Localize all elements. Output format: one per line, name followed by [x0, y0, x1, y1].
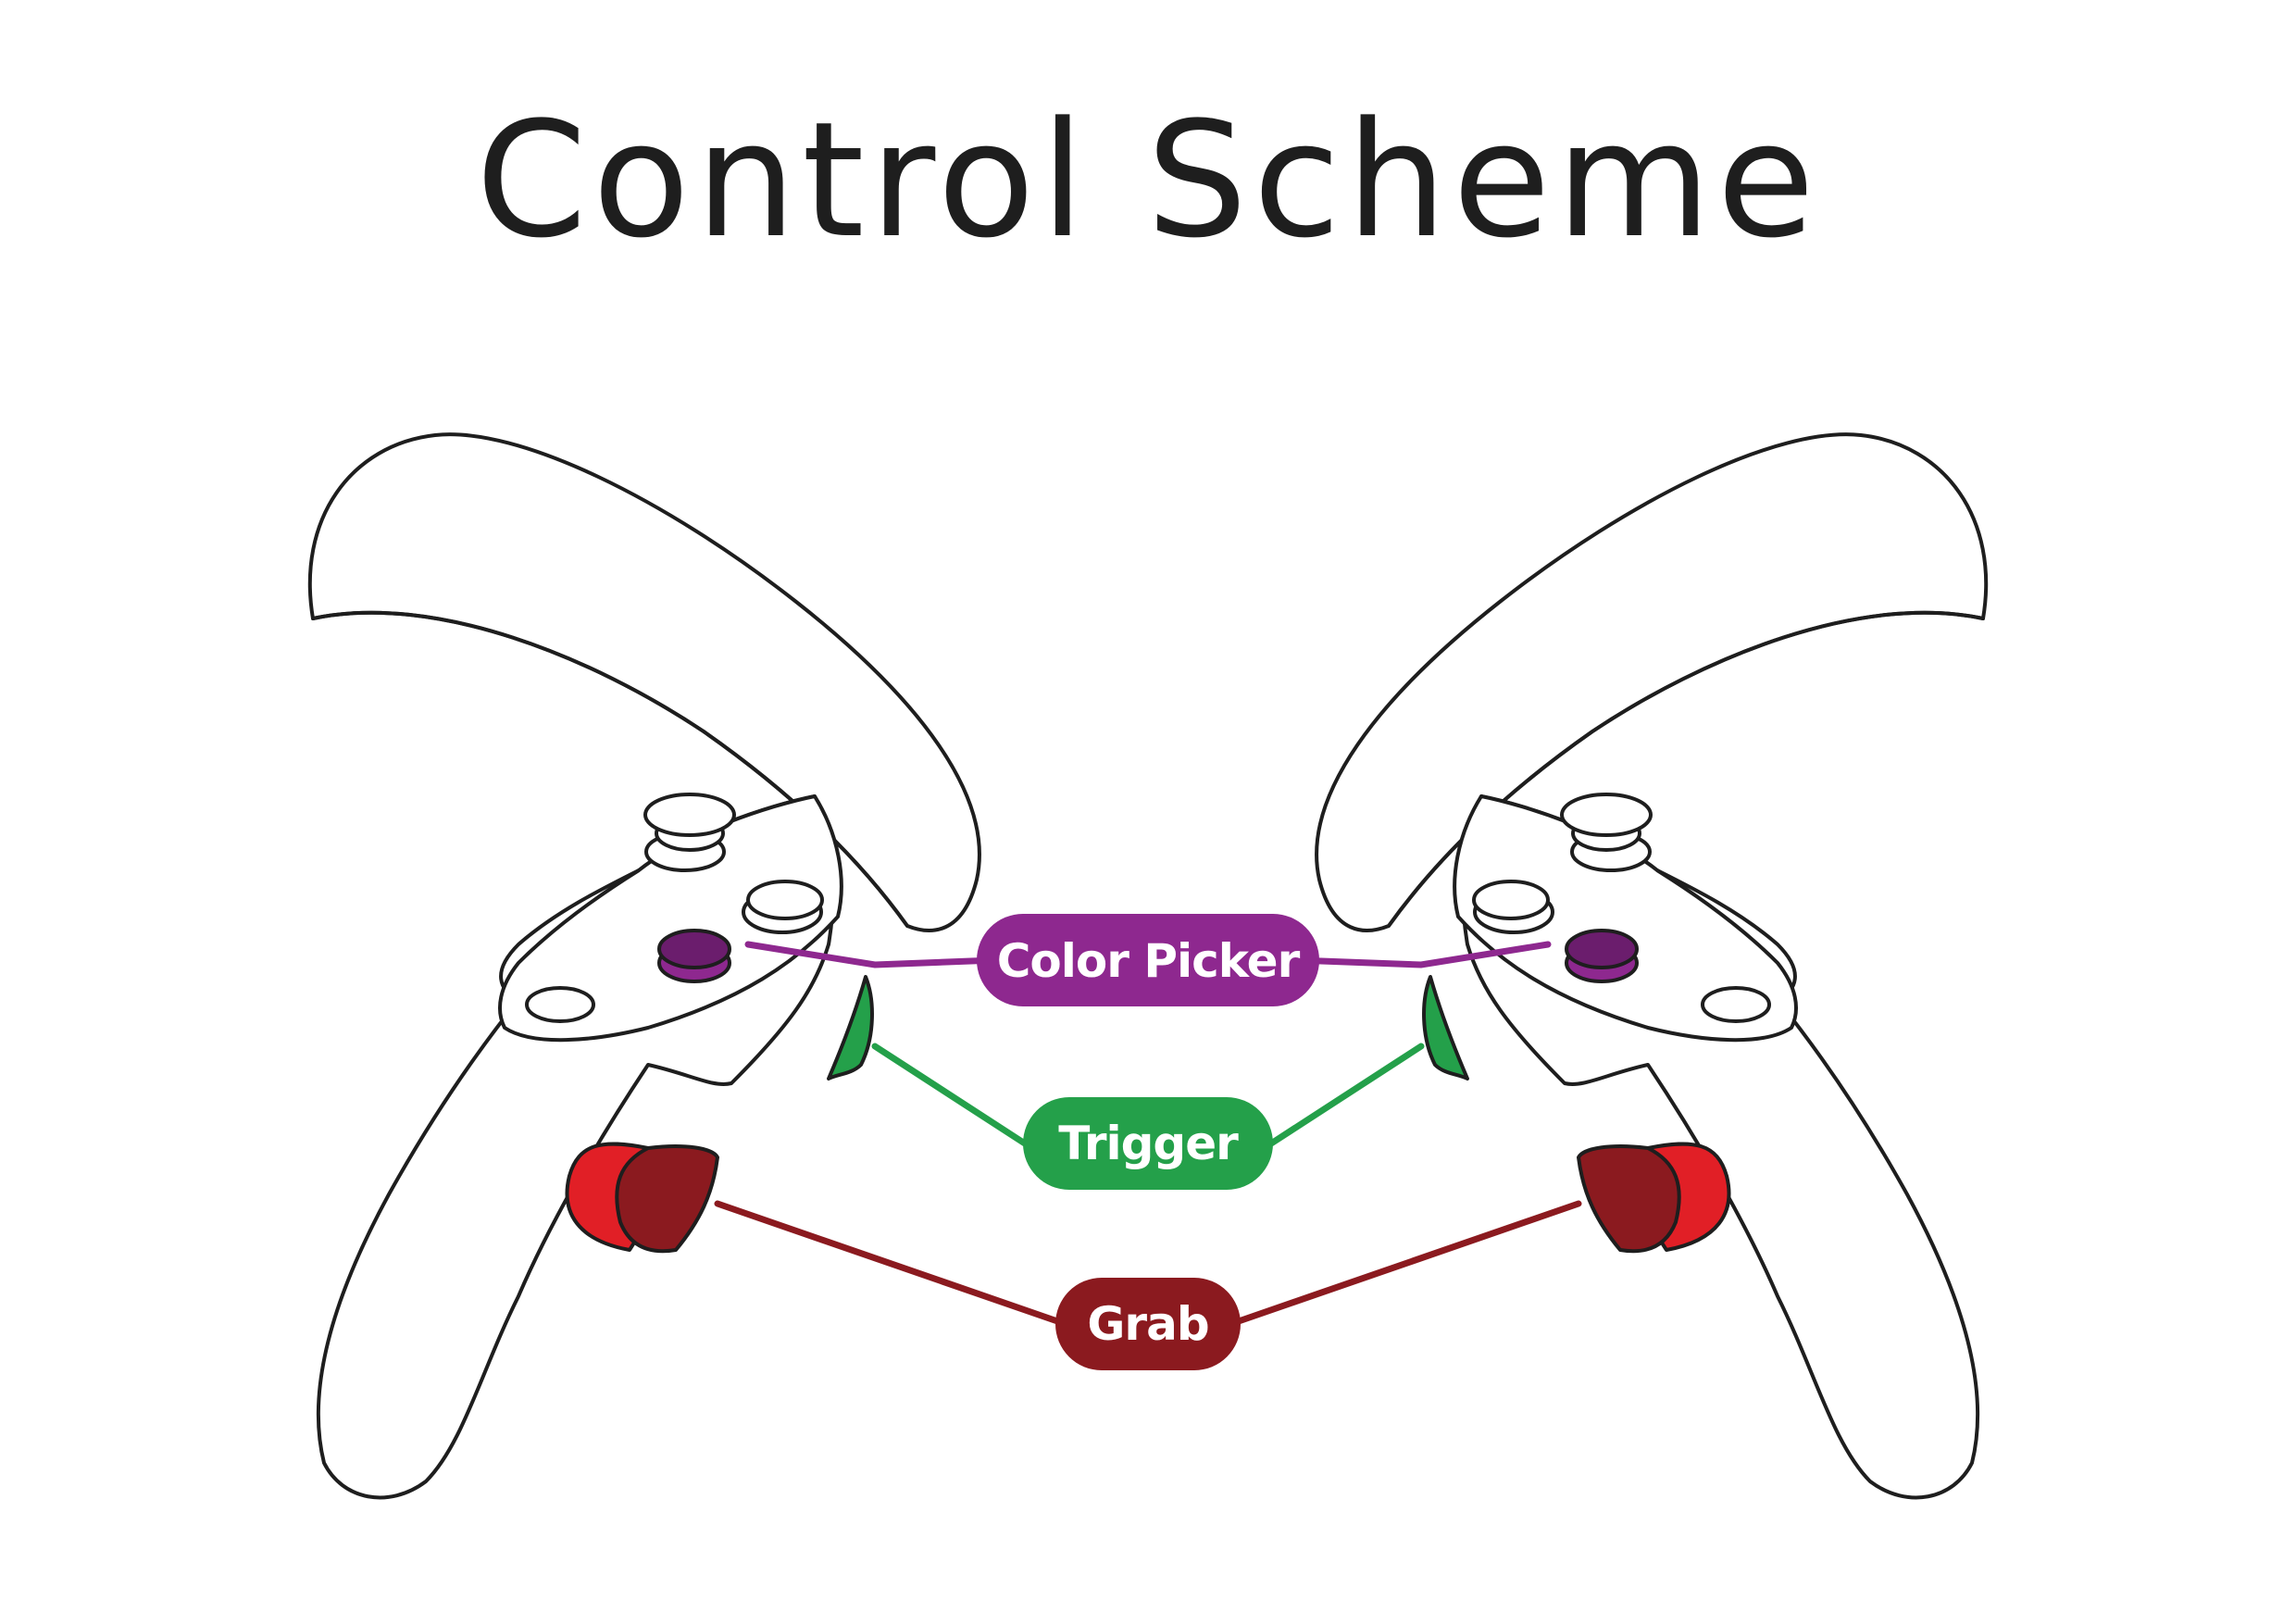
color-picker-connector-right: [1292, 941, 1552, 968]
grab-label: Grab: [1055, 1278, 1241, 1370]
right-grab-button: [1577, 1142, 1731, 1254]
left-tracking-ring: [307, 432, 981, 932]
trigger-label-text: Trigger: [1058, 1117, 1239, 1170]
left-trigger: [827, 975, 874, 1081]
right-button-a-top: [1472, 880, 1550, 920]
trigger-connector-left: [871, 1043, 1031, 1149]
grab-label-text: Grab: [1087, 1297, 1208, 1351]
left-faceplate: [498, 794, 843, 1043]
trigger-connector-right: [1265, 1043, 1425, 1149]
color-picker-label: Color Picker: [977, 914, 1319, 1006]
left-button-a-top: [746, 880, 824, 920]
right-trigger: [1422, 975, 1469, 1081]
right-menu-button: [1701, 986, 1771, 1023]
left-thumbstick-top: [643, 793, 736, 837]
right-tracking-ring: [1315, 432, 1989, 932]
right-color-picker-button: [1565, 929, 1639, 983]
color-picker-label-text: Color Picker: [997, 934, 1301, 988]
right-thumbstick-top: [1560, 793, 1653, 837]
right-ring-inner: [1387, 610, 1985, 928]
connectors: [714, 941, 1582, 1326]
trigger-label: Trigger: [1023, 1097, 1273, 1190]
left-color-picker-button: [657, 929, 731, 983]
grab-connector-left: [714, 1200, 1064, 1326]
page-title: Control Scheme: [475, 87, 1821, 273]
right-faceplate: [1453, 794, 1798, 1043]
left-menu-button: [525, 986, 595, 1023]
left-ring-inner: [311, 610, 909, 928]
color-picker-connector-left: [744, 941, 999, 968]
grab-connector-right: [1232, 1200, 1582, 1326]
left-grab-button: [565, 1142, 719, 1254]
